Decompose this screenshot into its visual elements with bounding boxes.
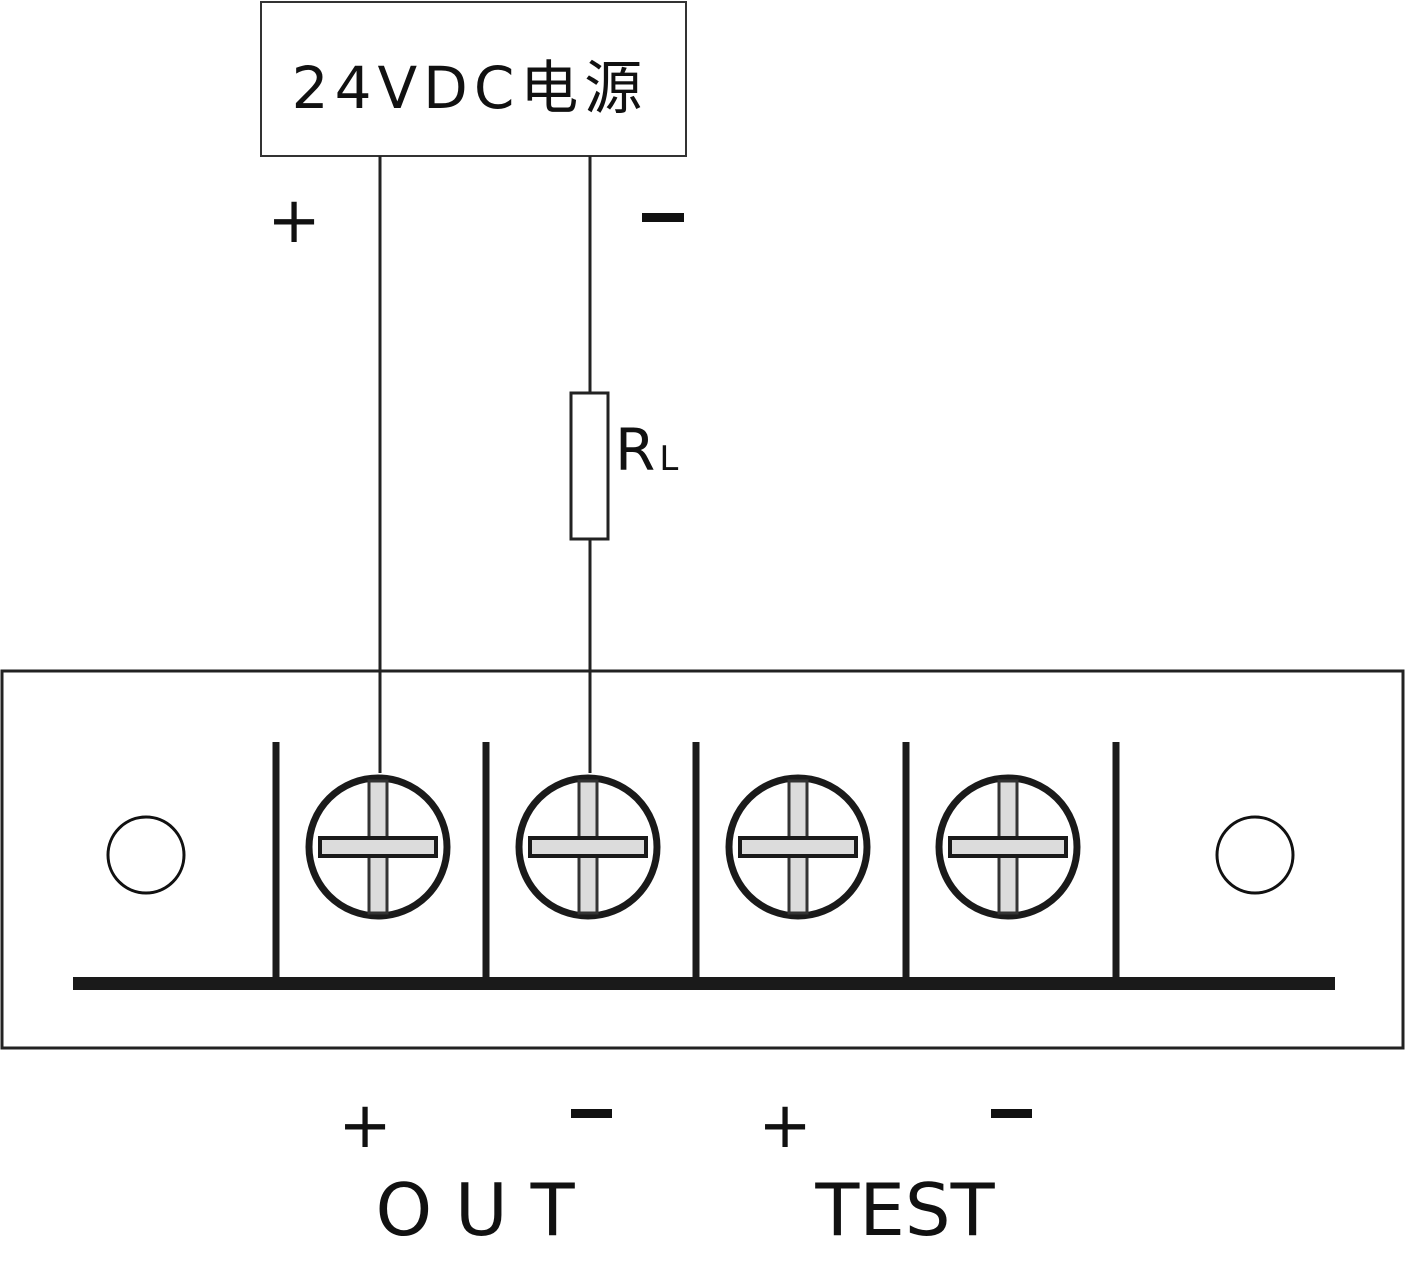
- terminal-sign-4: [991, 1109, 1032, 1118]
- terminal-divider: [482, 742, 490, 982]
- terminal-screw-4[interactable]: [935, 774, 1081, 920]
- mounting-hole-left: [106, 815, 186, 895]
- out-group-label: O U T: [375, 1168, 575, 1252]
- power-supply-box: [260, 1, 687, 157]
- terminal-base-bar: [73, 977, 1335, 990]
- terminal-screw-1[interactable]: [305, 774, 451, 920]
- mounting-hole-right: [1215, 815, 1295, 895]
- terminal-sign-1: +: [338, 1089, 392, 1163]
- supply-minus-label: [642, 213, 684, 222]
- terminal-block: [0, 669, 1405, 1050]
- terminal-divider: [272, 742, 280, 982]
- terminal-screw-3[interactable]: [725, 774, 871, 920]
- terminal-screw-2[interactable]: [515, 774, 661, 920]
- screw-slot-horizontal: [528, 836, 648, 858]
- screw-slot-horizontal: [318, 836, 438, 858]
- terminal-divider: [692, 742, 700, 982]
- terminal-sign-3: +: [758, 1089, 812, 1163]
- terminal-sign-2: [571, 1109, 612, 1118]
- load-resistor: [569, 391, 610, 541]
- test-group-label: TEST: [814, 1168, 995, 1252]
- terminal-divider: [902, 742, 910, 982]
- supply-plus-label: +: [267, 184, 321, 258]
- screw-slot-horizontal: [738, 836, 858, 858]
- screw-slot-horizontal: [948, 836, 1068, 858]
- power-supply-label: 24VDC电源: [292, 54, 649, 122]
- terminal-divider: [1112, 742, 1120, 982]
